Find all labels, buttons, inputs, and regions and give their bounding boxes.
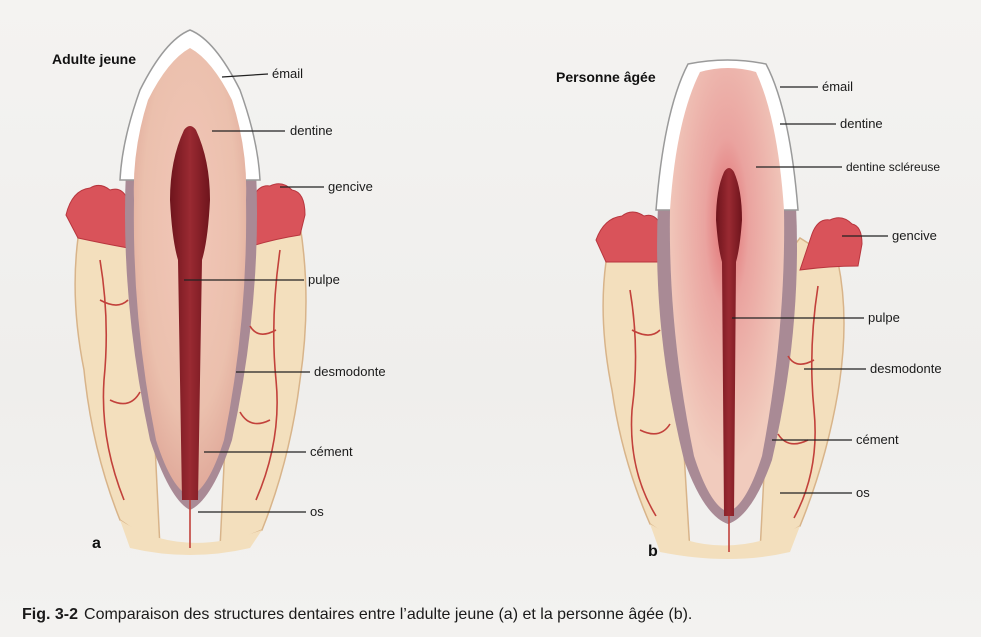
label-pulpe-b: pulpe (868, 310, 900, 325)
panel-b: Personne âgée b émail dentine dentine sc… (556, 60, 942, 560)
label-os-b: os (856, 485, 870, 500)
label-email-b: émail (822, 79, 853, 94)
label-email-a: émail (272, 66, 303, 81)
label-os-a: os (310, 504, 324, 519)
label-dentine-a: dentine (290, 123, 333, 138)
panel-b-title: Personne âgée (556, 69, 656, 85)
label-desmodonte-b: desmodonte (870, 361, 942, 376)
panel-a: Adulte jeune a émail dentine gencive pul… (52, 30, 386, 555)
tooth-comparison-diagram: Adulte jeune a émail dentine gencive pul… (0, 0, 981, 600)
caption-text: Comparaison des structures dentaires ent… (84, 606, 692, 623)
gum-right-b (800, 218, 862, 270)
label-gencive-b: gencive (892, 228, 937, 243)
figure-number: Fig. 3-2 (22, 606, 78, 623)
figure-caption: Fig. 3-2 Comparaison des structures denta… (22, 606, 972, 624)
panel-a-title: Adulte jeune (52, 51, 136, 67)
label-cement-a: cément (310, 444, 353, 459)
label-desmodonte-a: desmodonte (314, 364, 386, 379)
label-gencive-a: gencive (328, 179, 373, 194)
label-dentine-b: dentine (840, 116, 883, 131)
panel-a-letter: a (92, 535, 101, 552)
label-dentine-scleruse-b: dentine scléreuse (846, 160, 940, 174)
label-cement-b: cément (856, 432, 899, 447)
panel-b-letter: b (648, 543, 658, 560)
label-pulpe-a: pulpe (308, 272, 340, 287)
